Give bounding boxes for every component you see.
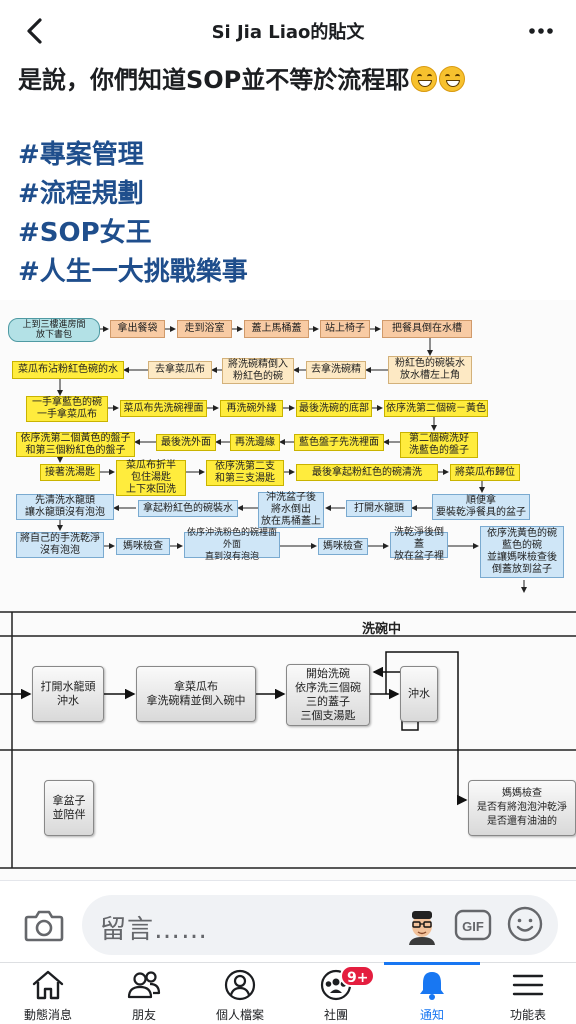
- swimlane-step: 開始洗碗 依序洗三個碗 三的蓋子 三個支湯匙: [286, 664, 370, 726]
- hashtag-link[interactable]: #專案管理: [18, 140, 144, 170]
- flow-step: 拿起粉紅色的碗裝水: [138, 500, 238, 517]
- swimlane-step: 媽媽檢查 是否有將泡泡沖乾淨 是否還有油油的: [468, 780, 576, 836]
- camera-icon: [24, 910, 64, 942]
- gif-icon: GIF: [454, 909, 492, 941]
- chevron-left-icon: [27, 18, 42, 44]
- more-options-button[interactable]: [524, 14, 558, 48]
- nav-label: 功能表: [509, 1008, 546, 1022]
- flow-step: 拿出餐袋: [110, 320, 165, 338]
- flow-step: 將自己的手洗乾淨 沒有泡泡: [16, 532, 104, 558]
- more-horizontal-icon: [529, 28, 553, 34]
- groups-icon: [320, 969, 352, 1001]
- nav-notifications[interactable]: 通知: [384, 962, 480, 1024]
- flow-step: 打開水龍頭: [346, 500, 412, 517]
- flow-step: 媽咪檢查: [318, 538, 368, 555]
- post-body: 是說，你們知道SOP並不等於流程耶: [18, 60, 568, 100]
- nav-label: 朋友: [131, 1008, 156, 1022]
- swimlane-title: 洗碗中: [362, 622, 402, 637]
- emoji-button[interactable]: [506, 905, 544, 943]
- bell-icon: [420, 972, 444, 1000]
- flow-step: 依序洗第二個黃色的盤子 和第三個粉紅色的盤子: [16, 432, 135, 457]
- flow-step: 把餐具倒在水槽: [382, 320, 472, 338]
- flow-step: 再洗碗外緣: [220, 400, 283, 417]
- swimlane-step: 拿盆子 並陪伴: [44, 780, 94, 836]
- flow-step: 最後拿起粉紅色的碗清洗: [296, 464, 438, 481]
- post-image[interactable]: 上到三樓進房間 放下書包 拿出餐袋 走到浴室 蓋上馬桶蓋 站上椅子 把餐具倒在水…: [0, 300, 576, 880]
- nav-profile[interactable]: 個人檔案: [192, 963, 288, 1024]
- flow-step: 去拿菜瓜布: [148, 361, 212, 379]
- flow-step: 順便拿 要裝乾淨餐具的盆子: [432, 494, 530, 520]
- flow-step: 上到三樓進房間 放下書包: [8, 318, 100, 342]
- flow-step: 依序洗黃色的碗 藍色的碗 並讓媽咪檢查後 倒蓋放到盆子: [480, 526, 564, 578]
- flow-step: 去拿洗碗精: [306, 361, 366, 379]
- flow-step: 沖洗盆子後 將水倒出 放在馬桶蓋上: [258, 492, 324, 528]
- flow-step: 依序沖洗粉色的碗裡面外面 直到沒有泡泡: [184, 528, 280, 562]
- back-button[interactable]: [18, 14, 52, 48]
- flow-step: 最後洗碗的底部: [296, 400, 372, 417]
- smile-icon: [507, 906, 543, 942]
- notification-badge: 9+: [340, 965, 376, 987]
- flow-step: 將洗碗精倒入 粉紅色的碗: [222, 358, 294, 384]
- nav-label: 動態消息: [23, 1008, 72, 1022]
- swimlane-diagram: 洗碗中 打開水龍頭 沖水 拿菜瓜布 拿洗碗精並倒入碗中 開始洗碗 依序洗三個碗 …: [0, 610, 576, 880]
- hashtag-link[interactable]: #SOP女王: [18, 218, 152, 248]
- flow-step: 依序洗第二個碗－黃色: [384, 400, 488, 417]
- flow-step: 一手拿藍色的碗 一手拿菜瓜布: [26, 396, 108, 422]
- bottom-navigation: 動態消息 朋友 個人檔案 9+ 社團: [0, 962, 576, 1024]
- flow-step: 再洗邊緣: [230, 434, 280, 451]
- flow-step: 蓋上馬桶蓋: [244, 320, 309, 338]
- flow-step: 第二個碗洗好 洗藍色的盤子: [400, 432, 478, 458]
- flow-step: 洗乾淨後倒蓋 放在盆子裡: [390, 527, 448, 562]
- flow-step: 媽咪檢查: [116, 538, 170, 555]
- page-title: Si Jia Liao的貼文: [211, 22, 365, 43]
- flow-step: 粉紅色的碗裝水 放水槽左上角: [388, 356, 472, 384]
- hashtag-link[interactable]: #流程規劃: [18, 179, 144, 209]
- home-icon: [32, 970, 64, 1000]
- swimlane-step: 沖水: [400, 666, 438, 722]
- nav-news-feed[interactable]: 動態消息: [0, 963, 96, 1024]
- nav-label: 個人檔案: [215, 1008, 264, 1022]
- active-tab-indicator: [384, 962, 480, 965]
- flow-step: 接著洗湯匙: [40, 464, 100, 481]
- swimlane-step: 打開水龍頭 沖水: [32, 666, 104, 722]
- swimlane-step: 拿菜瓜布 拿洗碗精並倒入碗中: [136, 666, 256, 722]
- flow-step: 菜瓜布沾粉紅色碗的水: [12, 361, 124, 379]
- flow-step: 走到浴室: [177, 320, 232, 338]
- flow-step: 將菜瓜布歸位: [450, 464, 520, 481]
- post-header: Si Jia Liao的貼文: [0, 0, 576, 62]
- avatar-sticker-button[interactable]: [402, 905, 442, 945]
- nav-label: 通知: [419, 1008, 444, 1022]
- profile-icon: [224, 969, 256, 1001]
- nav-groups[interactable]: 9+ 社團: [288, 963, 384, 1024]
- grinning-face-icon: [411, 66, 438, 92]
- flow-step: 菜瓜布先洗碗裡面: [120, 400, 207, 417]
- gif-button[interactable]: GIF: [454, 907, 492, 943]
- flow-step: 藍色盤子先洗裡面: [294, 434, 384, 451]
- post-sentence: 是說，你們知道SOP並不等於流程耶: [18, 66, 410, 94]
- comment-bar: 留言…… GIF: [0, 880, 576, 966]
- comment-input[interactable]: 留言…… GIF: [82, 895, 558, 955]
- camera-button[interactable]: [22, 905, 66, 945]
- comment-placeholder: 留言……: [100, 915, 209, 945]
- hashtag-list: #專案管理 #流程規劃 #SOP女王 #人生一大挑戰樂事: [18, 136, 248, 292]
- menu-icon: [512, 974, 544, 996]
- hashtag-link[interactable]: #人生一大挑戰樂事: [18, 257, 248, 287]
- flow-step: 先清洗水龍頭 讓水龍頭沒有泡泡: [16, 494, 114, 520]
- flow-step: 最後洗外面: [156, 434, 216, 451]
- flowchart-connectors: [57, 326, 527, 593]
- nav-menu[interactable]: 功能表: [480, 963, 576, 1024]
- gif-label: GIF: [462, 919, 484, 934]
- nav-label: 社團: [323, 1008, 348, 1022]
- flow-step: 依序洗第二支 和第三支湯匙: [206, 460, 284, 486]
- nav-friends[interactable]: 朋友: [96, 963, 192, 1024]
- flow-step: 站上椅子: [320, 320, 370, 338]
- flow-step: 菜瓜布折半 包住湯匙 上下來回洗: [116, 460, 186, 496]
- post-text-line: 是說，你們知道SOP並不等於流程耶: [18, 60, 568, 100]
- avatar-sticker-icon: [403, 906, 441, 945]
- friends-icon: [127, 971, 161, 999]
- grinning-face-icon: [439, 66, 466, 92]
- swimlane-lines: [0, 611, 576, 869]
